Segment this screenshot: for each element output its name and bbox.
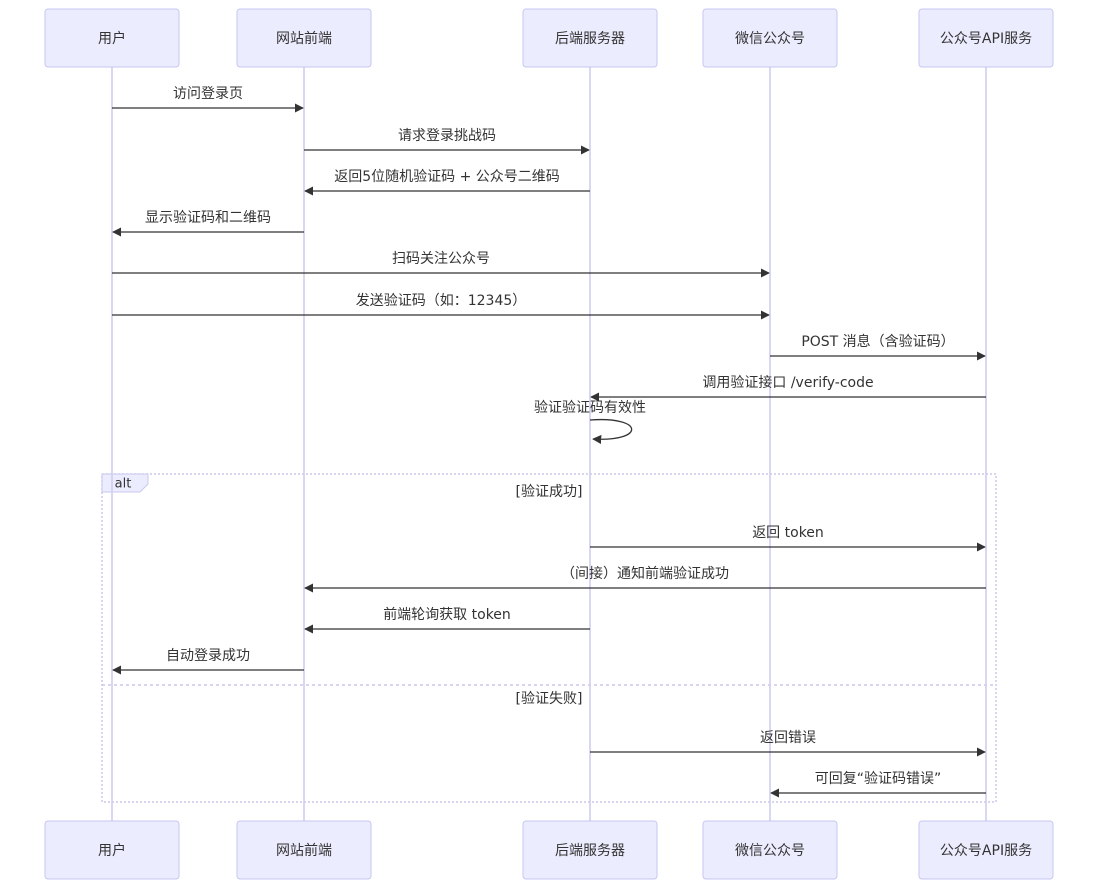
actor-frontend-top: 网站前端 (236, 8, 372, 68)
self-message-arrow (589, 418, 633, 445)
message-label: 前端轮询获取 token (383, 606, 511, 623)
message-label: 访问登录页 (173, 86, 243, 102)
message-label: 返回 token (752, 525, 824, 541)
actor-backend-top: 后端服务器 (522, 8, 658, 68)
message-label: 返回错误 (760, 730, 816, 746)
message-label: 返回5位随机验证码 + 公众号二维码 (334, 169, 560, 185)
actor-label: 后端服务器 (555, 31, 625, 47)
alt-keyword: alt (115, 477, 132, 492)
actor-label: 公众号API服务 (940, 843, 1032, 859)
actor-user-top: 用户 (44, 8, 180, 68)
alt-condition: [验证失败] (516, 691, 583, 707)
message-label: （间接）通知前端验证成功 (561, 565, 729, 582)
message-label: 扫码关注公众号 (392, 251, 490, 267)
actor-api-bottom: 公众号API服务 (918, 820, 1054, 880)
actor-label: 微信公众号 (735, 31, 805, 47)
actor-label: 用户 (98, 842, 126, 859)
actor-label: 后端服务器 (555, 843, 625, 859)
alt-condition: [验证成功] (516, 484, 583, 500)
actor-label: 公众号API服务 (940, 31, 1032, 47)
actor-label: 网站前端 (276, 842, 332, 859)
message-label: POST 消息（含验证码） (801, 333, 954, 350)
message-label: 自动登录成功 (166, 648, 250, 664)
message-label: 调用验证接口 /verify-code (702, 374, 873, 391)
alt-frame (101, 473, 997, 803)
actor-label: 用户 (98, 30, 126, 47)
alt-tab (101, 473, 149, 493)
actor-user-bottom: 用户 (44, 820, 180, 880)
actor-label: 微信公众号 (735, 843, 805, 859)
message-label: 请求登录挑战码 (398, 128, 496, 144)
actor-api-top: 公众号API服务 (918, 8, 1054, 68)
actor-frontend-bottom: 网站前端 (236, 820, 372, 880)
actor-wechat-top: 微信公众号 (702, 8, 838, 68)
message-label: 可回复“验证码错误” (815, 770, 942, 787)
actor-label: 网站前端 (276, 30, 332, 47)
message-label: 发送验证码（如：12345） (356, 293, 527, 309)
actor-wechat-bottom: 微信公众号 (702, 820, 838, 880)
message-label: 显示验证码和二维码 (145, 210, 271, 226)
message-label: 验证验证码有效性 (534, 400, 646, 416)
actor-backend-bottom: 后端服务器 (522, 820, 658, 880)
